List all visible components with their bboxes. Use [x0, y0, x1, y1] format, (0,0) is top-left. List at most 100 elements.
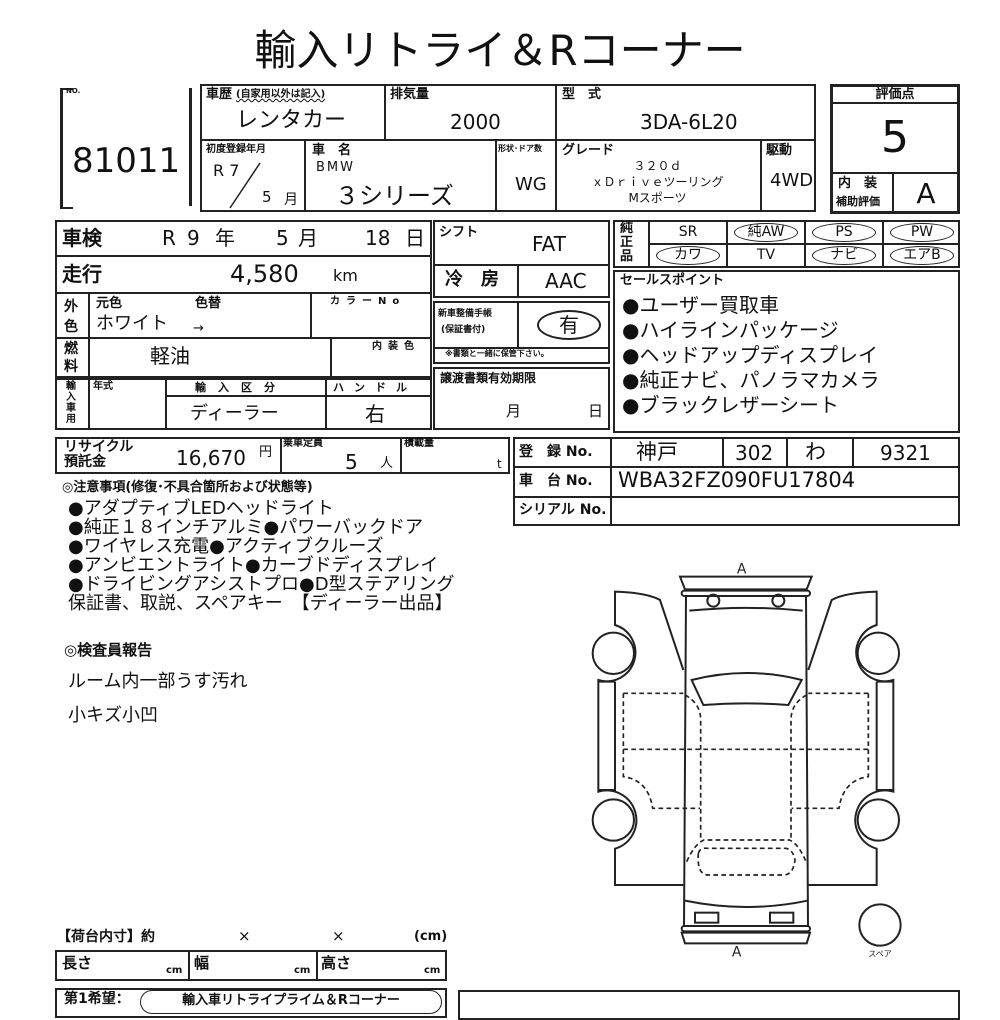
inspection-day-unit: 日: [405, 226, 425, 250]
equipment-item: TV: [728, 244, 804, 266]
body-type-value: WG: [515, 174, 547, 195]
divider: [280, 437, 282, 474]
handle-label: ハンドル: [333, 381, 417, 394]
interior-color-label: 内装色: [372, 341, 420, 352]
cargo-length-label: 長さ: [62, 954, 93, 972]
drive-label: 駆動: [766, 143, 793, 158]
sales-point: ●純正ナビ、パノラマカメラ: [622, 368, 880, 392]
grade-line-2: ｘＤｒｉｖｅツーリング: [591, 175, 724, 189]
manual-note: ※書類と一緒に保管下さい。: [445, 349, 549, 358]
divider: [648, 220, 650, 268]
rear-line: [684, 899, 808, 908]
divider: [330, 337, 332, 378]
cargo-length-unit: cm: [166, 965, 183, 976]
transfer-label: 譲渡書類有効期限: [440, 371, 537, 385]
registration-block: [513, 437, 960, 526]
equipment-item: SR: [650, 221, 726, 243]
history-label: 車歴: [206, 87, 233, 102]
divider: [55, 337, 432, 339]
rear-bumper: [680, 931, 812, 945]
inspection-era: R: [162, 226, 176, 250]
first-choice-label: 第1希望：: [64, 991, 130, 1007]
fuel-label: 燃料: [64, 341, 78, 375]
wheel-front-right: [856, 631, 900, 675]
divider: [513, 496, 960, 498]
registration-class: 302: [735, 441, 774, 465]
car-body: [683, 596, 809, 927]
wheel-front-left: [591, 631, 635, 675]
color-change-arrow: →: [193, 321, 204, 336]
rear-bumper-bar: [680, 925, 811, 933]
first-choice-value-circled: 輸入車リトライプライム＆Rコーナー: [140, 990, 442, 1014]
left-side-panel: [591, 590, 685, 886]
equipment-item-label: ナビ: [830, 247, 858, 263]
cargo-width-label: 幅: [194, 954, 210, 972]
equipment-circled-mark: PS: [812, 223, 876, 242]
divider: [517, 264, 519, 298]
equipment-item: カワ: [650, 244, 726, 266]
history-value: レンタカー: [236, 108, 347, 133]
inspection-day: 18: [365, 226, 391, 250]
first-choice-value: 輸入車リトライプライム＆Rコーナー: [182, 993, 400, 1008]
note-line: ●ドライビングアシストプロ●D型ステアリング: [68, 574, 455, 595]
import-type-label: 輸入区分: [195, 381, 287, 394]
taillight-right: [769, 911, 795, 924]
equipment-item: PS: [806, 221, 882, 243]
wheel-rear-left: [591, 798, 635, 842]
shift-block: [433, 220, 610, 298]
equipment-circled-mark: ナビ: [812, 246, 876, 265]
color-change-label: 色替: [195, 296, 222, 311]
rear-window: [690, 672, 804, 707]
color-no-label: カラーNo: [330, 296, 406, 307]
sales-points-block: [613, 270, 960, 433]
note-line: ●純正１８インチアルミ●パワーバックドア: [68, 517, 424, 538]
manual-label-1: 新車整備手帳: [438, 309, 493, 319]
equipment-circled-mark: 純AW: [734, 223, 798, 242]
equipment-label: 純正品: [620, 221, 634, 264]
car-maker: BMW: [316, 160, 355, 175]
dashed-outlines: [622, 692, 870, 876]
comment-box: [458, 990, 960, 1020]
manual-label-2: (保証書付): [441, 325, 486, 335]
divider: [304, 139, 306, 212]
import-block: [55, 378, 432, 430]
registration-kana: わ: [805, 440, 826, 464]
interior-score-label-1: 内 装: [838, 176, 878, 191]
inspector-label: ◎検査員報告: [64, 641, 153, 659]
divider: [513, 466, 960, 468]
first-reg-month: 5: [262, 188, 272, 206]
mileage-label: 走行: [62, 262, 102, 286]
divider: [325, 378, 327, 430]
model-code-label: 型 式: [562, 87, 602, 102]
divider: [165, 395, 432, 397]
cargo-dimensions: [55, 950, 447, 981]
divider: [310, 292, 312, 337]
front-label: A: [737, 561, 747, 577]
transfer-day-unit: 日: [588, 402, 604, 420]
mileage-value: 4,580: [230, 260, 299, 288]
cargo-x1: ×: [238, 927, 251, 945]
equipment-item-label: PW: [910, 224, 934, 240]
headlight-right: [771, 593, 786, 608]
displacement-label: 排気量: [390, 87, 430, 102]
car-damage-diagram: A A スペ: [591, 561, 902, 960]
note-line: 保証書、取説、スペアキー 【ディーラー出品】: [68, 593, 453, 614]
recycle-value: 16,670: [176, 446, 246, 470]
chassis-value: WBA32FZ090FU17804: [618, 468, 856, 492]
capacity-label: 乗車定員: [283, 438, 323, 449]
divider: [722, 437, 724, 466]
first-reg-era: R 7: [213, 161, 240, 180]
equipment-item-label: 純AW: [747, 224, 785, 240]
divider: [495, 139, 497, 212]
import-year-label: 年式: [93, 381, 113, 392]
divider: [882, 220, 884, 268]
equipment-item-label: SR: [678, 224, 698, 240]
equipment-item: PW: [884, 221, 960, 243]
divider: [88, 378, 90, 430]
divider: [433, 347, 610, 349]
transfer-block: [433, 367, 610, 430]
interior-score-label-2: 補助評価: [836, 195, 880, 208]
inspection-block: [55, 220, 432, 378]
divider: [517, 301, 519, 347]
note-line: ●アダプティブLEDヘッドライト: [68, 498, 334, 519]
